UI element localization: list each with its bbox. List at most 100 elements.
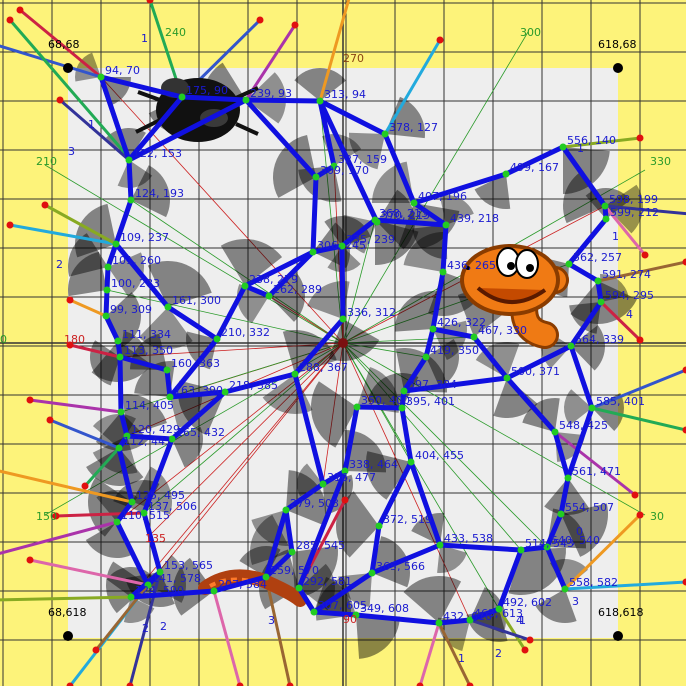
sector-wedge	[571, 325, 605, 371]
small-number-label: 3	[68, 145, 75, 158]
graph-node	[564, 474, 572, 482]
center-ray	[130, 342, 344, 598]
graph-edge	[568, 299, 604, 349]
graph-edge	[296, 468, 348, 591]
spoke-endpoint	[52, 512, 60, 520]
spoke-line	[318, 0, 351, 102]
graph-edge	[560, 144, 608, 209]
graph-node	[125, 156, 133, 164]
graph-node	[565, 260, 573, 268]
small-number-label: 2	[160, 620, 167, 633]
sector-wedge	[412, 225, 448, 259]
corner-dot	[613, 63, 623, 73]
sector-wedge	[269, 269, 305, 322]
corner-label: 68,68	[48, 38, 80, 51]
graph-edge	[382, 131, 417, 206]
graph-node	[338, 242, 346, 250]
graph-node	[470, 333, 478, 341]
node-label: 111, 334	[122, 328, 171, 341]
graph-node	[422, 353, 430, 361]
graph-edge	[317, 98, 337, 169]
node-label: 439, 218	[450, 212, 499, 225]
node-label: 463, 613	[474, 607, 523, 620]
graph-edge	[471, 334, 510, 381]
graph-node	[310, 608, 318, 616]
node-label: 500, 371	[511, 365, 560, 378]
node-label: 350, 400	[361, 394, 410, 407]
spoke-endpoint	[526, 636, 534, 644]
graph-edge	[317, 98, 388, 137]
spoke-line	[44, 203, 117, 246]
sector-wedge	[96, 490, 138, 522]
spoke-endpoint	[26, 556, 34, 564]
graph-edge	[266, 249, 316, 299]
graph-node	[127, 593, 135, 601]
graph-edge	[113, 241, 171, 310]
graph-edge	[118, 409, 130, 439]
graph-node	[123, 432, 131, 440]
node-label: 101, 260	[112, 254, 161, 267]
graph-node	[156, 568, 164, 576]
graph-node	[398, 404, 406, 412]
node-label: 100, 283	[111, 277, 160, 290]
center-ray	[342, 342, 427, 358]
graph-node	[97, 73, 105, 81]
node-label: 335, 239	[346, 233, 395, 246]
graph-node	[112, 240, 120, 248]
spoke-line	[128, 571, 162, 686]
node-label: 558, 582	[569, 576, 618, 589]
graph-edges	[98, 74, 609, 626]
spoke-endpoint	[46, 416, 54, 424]
node-label: 591, 274	[602, 268, 651, 281]
node-label: 585, 401	[596, 395, 645, 408]
spoke-line	[603, 205, 647, 256]
sector-wedge	[186, 331, 217, 370]
sector-wedge	[67, 233, 108, 277]
graph-edge	[339, 243, 346, 322]
spoke-endpoint	[466, 682, 474, 686]
sector-wedge	[564, 389, 592, 426]
spoke-endpoint	[41, 201, 49, 209]
sector-wedge	[67, 251, 107, 297]
node-label: 306, 245	[317, 239, 366, 252]
sector-wedge	[172, 426, 204, 468]
node-label: 113, 350	[124, 344, 173, 357]
graph-node	[442, 221, 450, 229]
center-ray	[342, 31, 529, 344]
graph-node	[466, 616, 474, 624]
center-ray	[116, 342, 344, 523]
node-label: 372, 519	[383, 513, 432, 526]
graph-edge	[214, 283, 248, 342]
sector-wedge	[439, 195, 474, 225]
graph-edge	[552, 429, 571, 481]
sector-wedge	[299, 563, 335, 611]
spoke-line	[29, 398, 122, 414]
sector-wedge	[117, 160, 153, 188]
graph-edge	[179, 94, 249, 103]
spoke-endpoint	[56, 96, 64, 104]
sector-wedge	[86, 448, 144, 486]
angle-label: 240	[165, 26, 186, 39]
node-label: 309, 170	[320, 164, 369, 177]
sector-wedge	[239, 546, 281, 577]
graph-edge	[313, 163, 337, 180]
graph-edge	[353, 612, 442, 626]
graph-node	[104, 263, 112, 271]
spoke-endpoint	[16, 6, 24, 14]
spoke-endpoint	[341, 496, 349, 504]
spoke-endpoint	[236, 682, 244, 686]
sector-wedge	[324, 216, 371, 246]
node-label: 218, 385	[229, 379, 278, 392]
graph-edge	[167, 389, 228, 400]
graph-node	[114, 337, 122, 345]
spoke-line	[9, 223, 117, 246]
sector-wedge	[426, 339, 460, 388]
small-number-label: 2	[56, 258, 63, 271]
sector-wedge	[148, 555, 186, 603]
spoke-line	[8, 19, 133, 161]
graph-node	[115, 444, 123, 452]
node-label: 160, 363	[171, 357, 220, 370]
graph-node	[241, 282, 249, 290]
spoke-line	[212, 590, 242, 686]
